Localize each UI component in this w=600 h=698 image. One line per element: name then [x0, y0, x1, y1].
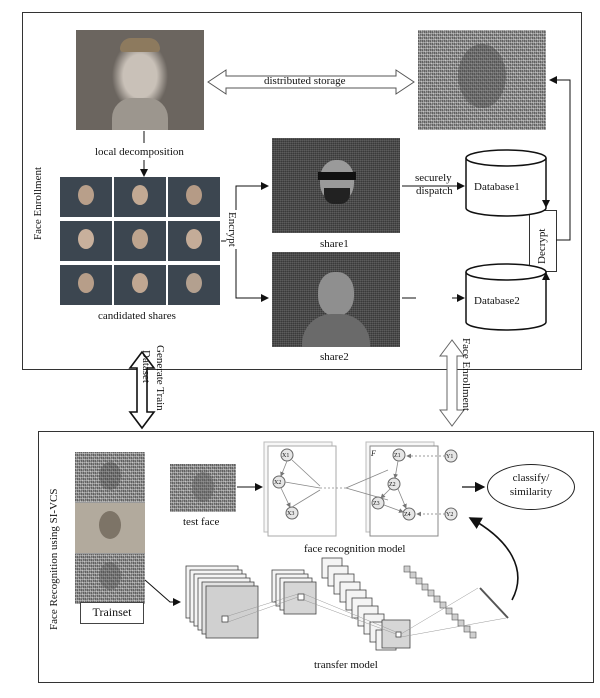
- trainset-stack: [75, 452, 145, 604]
- generate-train-arrow: [128, 350, 156, 430]
- node-z4-label: Z4: [404, 512, 411, 518]
- candidate-thumb: [168, 265, 220, 305]
- candidated-shares-label: candidated shares: [98, 310, 176, 322]
- node-z2-label: Z2: [389, 482, 396, 488]
- node-z3-label: Z3: [373, 501, 380, 507]
- node-x2-label: X2: [274, 480, 282, 486]
- original-face-photo: [76, 30, 204, 130]
- local-decomposition-label: local decomposition: [95, 146, 184, 158]
- candidate-thumb: [60, 265, 112, 305]
- distributed-storage-arrow: [207, 69, 415, 95]
- transfer-layer-stack-2: [271, 569, 317, 615]
- transfer-model-label: transfer model: [314, 659, 378, 671]
- transfer-to-recognition-arrow: [468, 517, 519, 601]
- share2-label: share2: [320, 351, 349, 363]
- face-enrollment-arrow: [439, 339, 465, 427]
- classify-label: classify/: [512, 472, 550, 484]
- test-face-label: test face: [183, 516, 220, 528]
- transfer-fc-layers: [403, 565, 509, 639]
- share1-image: [272, 138, 400, 233]
- candidate-thumb: [168, 177, 220, 217]
- share1-label: share1: [320, 238, 349, 250]
- trainset-box: [80, 602, 144, 624]
- transfer-layer-stack-1: [185, 565, 259, 639]
- distributed-storage-label: distributed storage: [264, 75, 346, 87]
- dispatch-label: dispatch: [416, 185, 453, 197]
- candidate-thumb: [114, 221, 166, 261]
- node-x3-label: X3: [287, 511, 295, 517]
- candidate-thumb: [114, 177, 166, 217]
- transfer-layer-stack-3: [321, 557, 411, 651]
- share2-image: [272, 252, 400, 347]
- test-face-image: [170, 464, 236, 512]
- database1-label: Database1: [474, 181, 520, 193]
- model-x-frame: [263, 441, 337, 537]
- x-nodes: [272, 448, 299, 520]
- database2-label: Database2: [474, 295, 520, 307]
- encrypt-path-share2: [235, 241, 269, 302]
- node-x1-label: X1: [282, 453, 290, 459]
- face-recognition-panel: [38, 431, 594, 683]
- trainset-to-transfer-arrow: [144, 579, 181, 606]
- candidate-thumb: [168, 221, 220, 261]
- database1-cylinder: [465, 149, 547, 217]
- trainset-label: Trainset: [92, 605, 132, 619]
- database2-cylinder: [465, 263, 547, 331]
- node-z1-label: Z1: [394, 453, 401, 459]
- encrypted-face-image: [418, 30, 546, 130]
- node-y1-label: Y1: [446, 454, 454, 460]
- candidate-thumb: [60, 221, 112, 261]
- y-nodes: [444, 449, 458, 521]
- securely-label: securely: [415, 172, 452, 184]
- node-z1: [392, 448, 406, 462]
- decrypt-to-storage: [549, 76, 571, 241]
- z-nodes: [371, 448, 416, 521]
- classify-similarity-node: [487, 464, 575, 510]
- face-recognition-model-label: face recognition model: [304, 543, 406, 555]
- similarity-label: similarity: [509, 486, 553, 498]
- face-enrollment-panel: [22, 12, 582, 370]
- node-z3: [371, 496, 385, 510]
- frame-f-label: F: [371, 449, 376, 458]
- node-z4: [402, 507, 416, 521]
- node-y2-label: Y2: [446, 512, 454, 518]
- candidate-thumb: [60, 177, 112, 217]
- candidate-thumb: [114, 265, 166, 305]
